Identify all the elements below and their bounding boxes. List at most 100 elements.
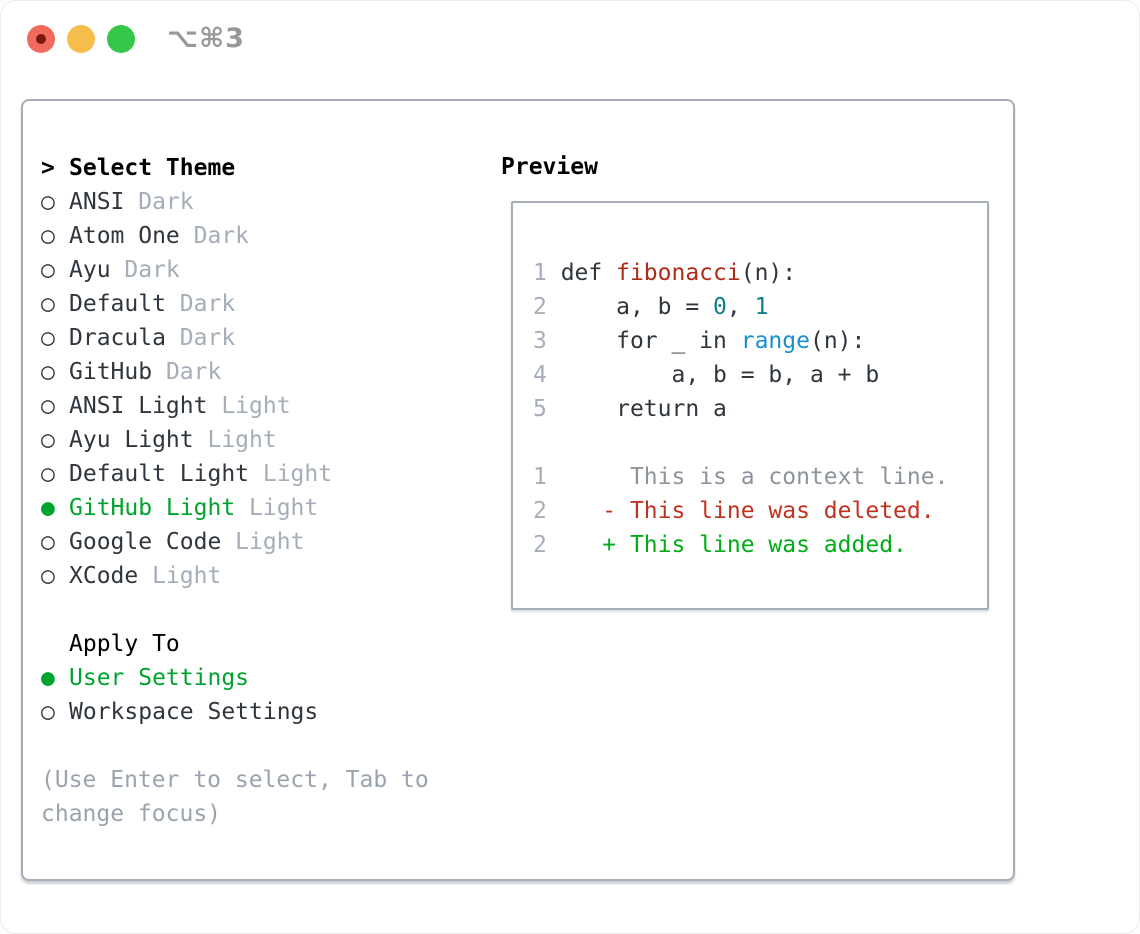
theme-variant: Dark [124, 189, 194, 215]
code-segment: This is a context line. [560, 464, 949, 490]
theme-name: ANSI [69, 189, 125, 215]
theme-option-google-code[interactable]: ○ Google Code Light [41, 525, 429, 559]
radio-icon: ○ [41, 359, 55, 385]
theme-variant: Light [235, 495, 319, 521]
code-segment: a, b = b, a + b [560, 362, 880, 388]
apply-option-workspace-settings[interactable]: ○ Workspace Settings [41, 695, 429, 729]
radio-icon: ○ [41, 699, 55, 725]
theme-variant: Light [207, 393, 291, 419]
theme-option-atom-one[interactable]: ○ Atom One Dark [41, 219, 429, 253]
theme-option-dracula[interactable]: ○Dracula Dark [41, 321, 429, 355]
theme-name: Default Light [69, 461, 250, 487]
theme-name: GitHub Light [69, 495, 236, 521]
code-segment: 0 [713, 294, 727, 320]
code-line: 2 - This line was deleted. [533, 494, 948, 528]
theme-name: Ayu Light [69, 427, 194, 453]
theme-variant: Dark [165, 291, 236, 317]
cursor-icon: > [41, 155, 55, 181]
theme-name: Atom One [69, 223, 180, 249]
line-number: 2 [533, 498, 561, 524]
theme-variant: Dark [110, 257, 180, 283]
theme-name: Ayu [69, 257, 111, 283]
code-blank-line [533, 426, 948, 460]
preview-title: Preview [501, 154, 598, 180]
hint-line-2: change focus) [41, 797, 429, 831]
radio-icon: ○ [41, 189, 55, 215]
close-button[interactable] [27, 25, 55, 53]
line-number: 5 [533, 396, 561, 422]
theme-option-github-light[interactable]: ●GitHub Light Light [41, 491, 429, 525]
unsaved-dot-icon [36, 34, 46, 44]
radio-icon: ○ [41, 291, 55, 317]
theme-variant: Light [221, 529, 305, 555]
code-line: 2 + This line was added. [533, 528, 948, 562]
radio-icon: ○ [41, 325, 55, 351]
theme-option-default-light[interactable]: ○ Default Light Light [41, 457, 429, 491]
radio-icon: ○ [41, 257, 55, 283]
line-number: 2 [533, 532, 561, 558]
radio-icon: ● [41, 665, 55, 691]
theme-variant: Light [249, 461, 333, 487]
radio-icon: ○ [41, 529, 55, 555]
radio-icon: ○ [41, 563, 55, 589]
code-segment: , [726, 294, 755, 320]
code-line: 1 This is a context line. [533, 460, 948, 494]
theme-picker-panel: > Select Theme ○ ANSI Dark ○ Atom One Dark ○ Ay… [21, 99, 1015, 881]
code-line: 2 a, b = 0, 1 [533, 290, 948, 324]
select-theme-header: > Select Theme [41, 151, 429, 185]
apply-option-label: User Settings [69, 665, 250, 691]
code-line: 5 return a [533, 392, 948, 426]
line-number: 1 [533, 464, 561, 490]
line-number: 3 [533, 328, 561, 354]
apply-option-label: Workspace Settings [69, 699, 319, 725]
theme-name: Default [69, 291, 166, 317]
radio-icon: ○ [41, 461, 55, 487]
code-segment: def [560, 260, 617, 286]
theme-name: GitHub [69, 359, 153, 385]
theme-option-github[interactable]: ○ GitHub Dark [41, 355, 429, 389]
spacer-row [41, 729, 429, 763]
code-line: 1 def fibonacci(n): [533, 256, 948, 290]
theme-variant: Dark [179, 223, 250, 249]
hint-text: change focus) [41, 801, 222, 827]
theme-name: XCode [69, 563, 139, 589]
hint-text: (Use Enter to select, Tab to [41, 767, 429, 793]
select-theme-label: Select Theme [69, 155, 236, 181]
code-segment: (n): [809, 328, 866, 354]
minimize-button[interactable] [67, 25, 95, 53]
theme-option-default[interactable]: ○ Default Dark [41, 287, 429, 321]
theme-name: Dracula [69, 325, 166, 351]
theme-name: Google Code [69, 529, 222, 555]
radio-icon: ○ [41, 427, 55, 453]
apply-to-label: Apply To [69, 631, 180, 657]
theme-name: ANSI Light [69, 393, 208, 419]
code-segment: + This line was added. [560, 532, 907, 558]
code-segment: (n): [740, 260, 797, 286]
code-line: 4 a, b = b, a + b [533, 358, 948, 392]
theme-variant: Light [193, 427, 277, 453]
code-segment: - This line was deleted. [560, 498, 935, 524]
code-segment: range [740, 328, 810, 354]
theme-option-xcode[interactable]: ○ XCode Light [41, 559, 429, 593]
line-number: 2 [533, 294, 561, 320]
radio-icon: ○ [41, 223, 55, 249]
apply-option-user-settings[interactable]: ● User Settings [41, 661, 429, 695]
theme-variant: Dark [152, 359, 222, 385]
code-segment: for _ in [560, 328, 741, 354]
line-number: 4 [533, 362, 561, 388]
code-segment: fibonacci [616, 260, 741, 286]
theme-option-ansi-light[interactable]: ○ ANSI Light Light [41, 389, 429, 423]
code-line: 3 for _ in range(n): [533, 324, 948, 358]
window-title: ⌥⌘3 [167, 23, 245, 54]
zoom-button[interactable] [107, 25, 135, 53]
theme-option-ayu[interactable]: ○ Ayu Dark [41, 253, 429, 287]
theme-variant: Light [138, 563, 222, 589]
spacer-row [41, 593, 429, 627]
theme-option-ayu-light[interactable]: ○ Ayu Light Light [41, 423, 429, 457]
theme-list: > Select Theme ○ ANSI Dark ○ Atom One Dark ○ Ay… [41, 151, 429, 831]
line-number [533, 430, 561, 456]
code-segment: 1 [754, 294, 769, 320]
theme-option-ansi[interactable]: ○ ANSI Dark [41, 185, 429, 219]
radio-icon: ○ [41, 393, 55, 419]
